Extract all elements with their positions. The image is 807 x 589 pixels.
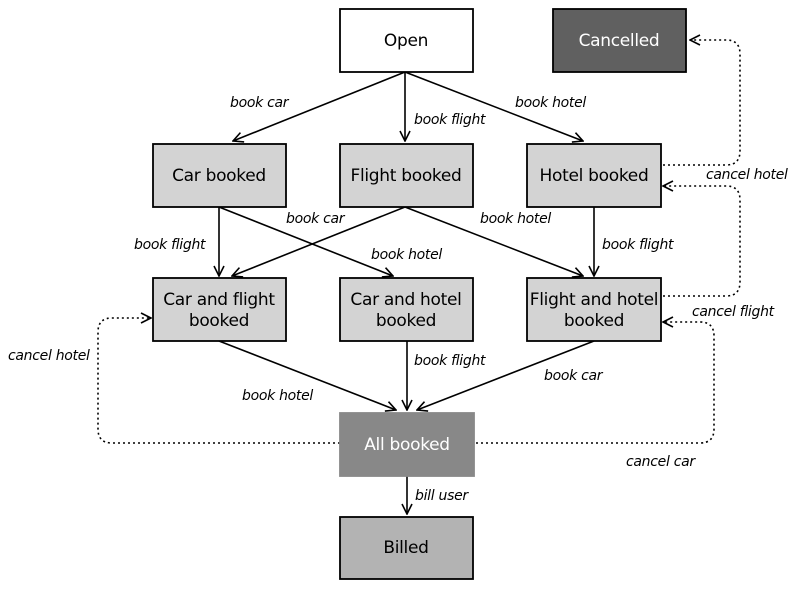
node-billed-label: Billed — [383, 538, 428, 558]
label-flight-book-car: book car — [286, 211, 346, 227]
edge-flight-hotel-to-hotel — [663, 186, 741, 297]
label-cancel-flight: cancel flight — [692, 304, 775, 320]
label-cancel-hotel-loop: cancel hotel — [8, 348, 90, 364]
node-billed-box — [339, 516, 474, 580]
node-car-flight-box — [152, 277, 287, 342]
node-car-booked-label: Car booked — [172, 166, 266, 186]
edge-open-to-car — [233, 71, 406, 141]
node-car-booked-box — [152, 143, 287, 208]
label-car-book-hotel: book hotel — [371, 247, 442, 263]
edge-flight-to-flight-hotel — [404, 206, 583, 276]
node-labels: Open Cancelled Car booked Flight booked … — [163, 31, 660, 558]
node-flight-booked-label: Flight booked — [350, 166, 461, 186]
node-hotel-booked-box — [526, 143, 662, 208]
node-open-label: Open — [384, 31, 428, 51]
label-open-book-car: book car — [230, 95, 290, 111]
label-flight-book-hotel: book hotel — [480, 211, 551, 227]
transition-edges — [218, 71, 595, 514]
cancel-edges — [97, 40, 741, 444]
label-open-book-hotel: book hotel — [515, 95, 586, 111]
edge-flight-hotel-to-all — [417, 340, 595, 410]
label-hotel-book-flight: book flight — [602, 237, 674, 253]
node-car-hotel-label-2: booked — [376, 311, 436, 331]
edge-all-to-flight-hotel — [476, 322, 715, 444]
node-flight-hotel-box — [526, 277, 662, 342]
label-ch-book-flight: book flight — [414, 353, 486, 369]
node-cancelled-box — [552, 8, 687, 73]
node-flight-hotel-label-1: Flight and hotel — [530, 290, 658, 310]
label-all-bill-user: bill user — [415, 488, 469, 504]
node-flight-hotel-label-2: booked — [564, 311, 624, 331]
label-cancel-hotel-from-hotel: cancel hotel — [706, 167, 788, 183]
label-cf-book-hotel: book hotel — [242, 388, 313, 404]
node-all-booked-box — [339, 412, 475, 477]
node-car-hotel-label-1: Car and hotel — [350, 290, 461, 310]
node-car-flight-label-1: Car and flight — [163, 290, 275, 310]
node-open-box — [339, 8, 474, 73]
label-cancel-car: cancel car — [626, 454, 696, 470]
node-cancelled-label: Cancelled — [579, 31, 660, 51]
edge-car-to-car-hotel — [218, 206, 393, 276]
label-car-book-flight: book flight — [134, 237, 206, 253]
state-nodes — [152, 8, 687, 580]
node-all-booked-label: All booked — [364, 435, 450, 455]
node-hotel-booked-label: Hotel booked — [540, 166, 649, 186]
edge-labels: book car book flight book hotel book fli… — [8, 95, 788, 504]
node-flight-booked-box — [339, 143, 474, 208]
label-fh-book-car: book car — [544, 368, 604, 384]
node-car-hotel-box — [339, 277, 474, 342]
edge-flight-to-car-flight — [232, 206, 406, 276]
edge-open-to-hotel — [404, 71, 583, 141]
label-open-book-flight: book flight — [414, 112, 486, 128]
node-car-flight-label-2: booked — [189, 311, 249, 331]
edge-car-flight-to-all — [218, 340, 396, 410]
